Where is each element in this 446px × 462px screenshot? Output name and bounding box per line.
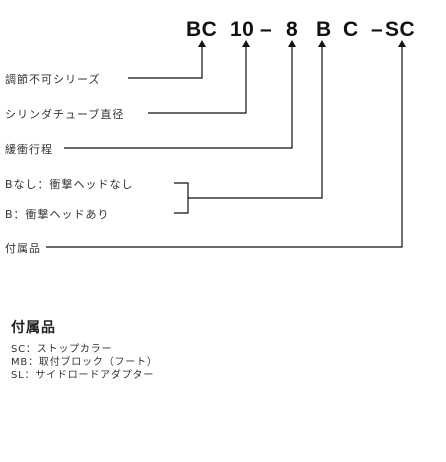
accessory-item: SC：ストップカラー [11, 344, 113, 355]
connector-stroke [64, 40, 296, 149]
label-accessory: 付属品 [5, 242, 41, 255]
label-no-head: Bなし：衝撃ヘッドなし [5, 178, 134, 191]
label-with-head: B：衝撃ヘッドあり [5, 208, 110, 221]
connector-accessory [46, 40, 406, 248]
code-dash-2: – [371, 18, 384, 41]
accessories-title: 付属品 [11, 320, 56, 336]
code-head-c: C [343, 18, 359, 41]
code-bore: 10 [230, 18, 255, 41]
connector-head [188, 40, 326, 199]
code-accessory: SC [385, 18, 416, 41]
accessory-item: MB：取付ブロック（フート） [11, 357, 158, 368]
label-series: 調節不可シリーズ [5, 73, 101, 86]
connector-head-bottom [174, 198, 189, 214]
label-bore: シリンダチューブ直径 [5, 108, 125, 121]
code-dash-1: – [260, 18, 273, 41]
code-stroke: 8 [286, 18, 299, 41]
code-series: BC [186, 18, 218, 41]
label-stroke: 緩衝行程 [5, 143, 53, 156]
code-head-b: B [316, 18, 332, 41]
accessory-item: SL：サイドロードアダプター [11, 370, 155, 381]
connector-series [128, 40, 206, 79]
connector-bore [148, 40, 250, 114]
connector-head-top [174, 182, 189, 198]
